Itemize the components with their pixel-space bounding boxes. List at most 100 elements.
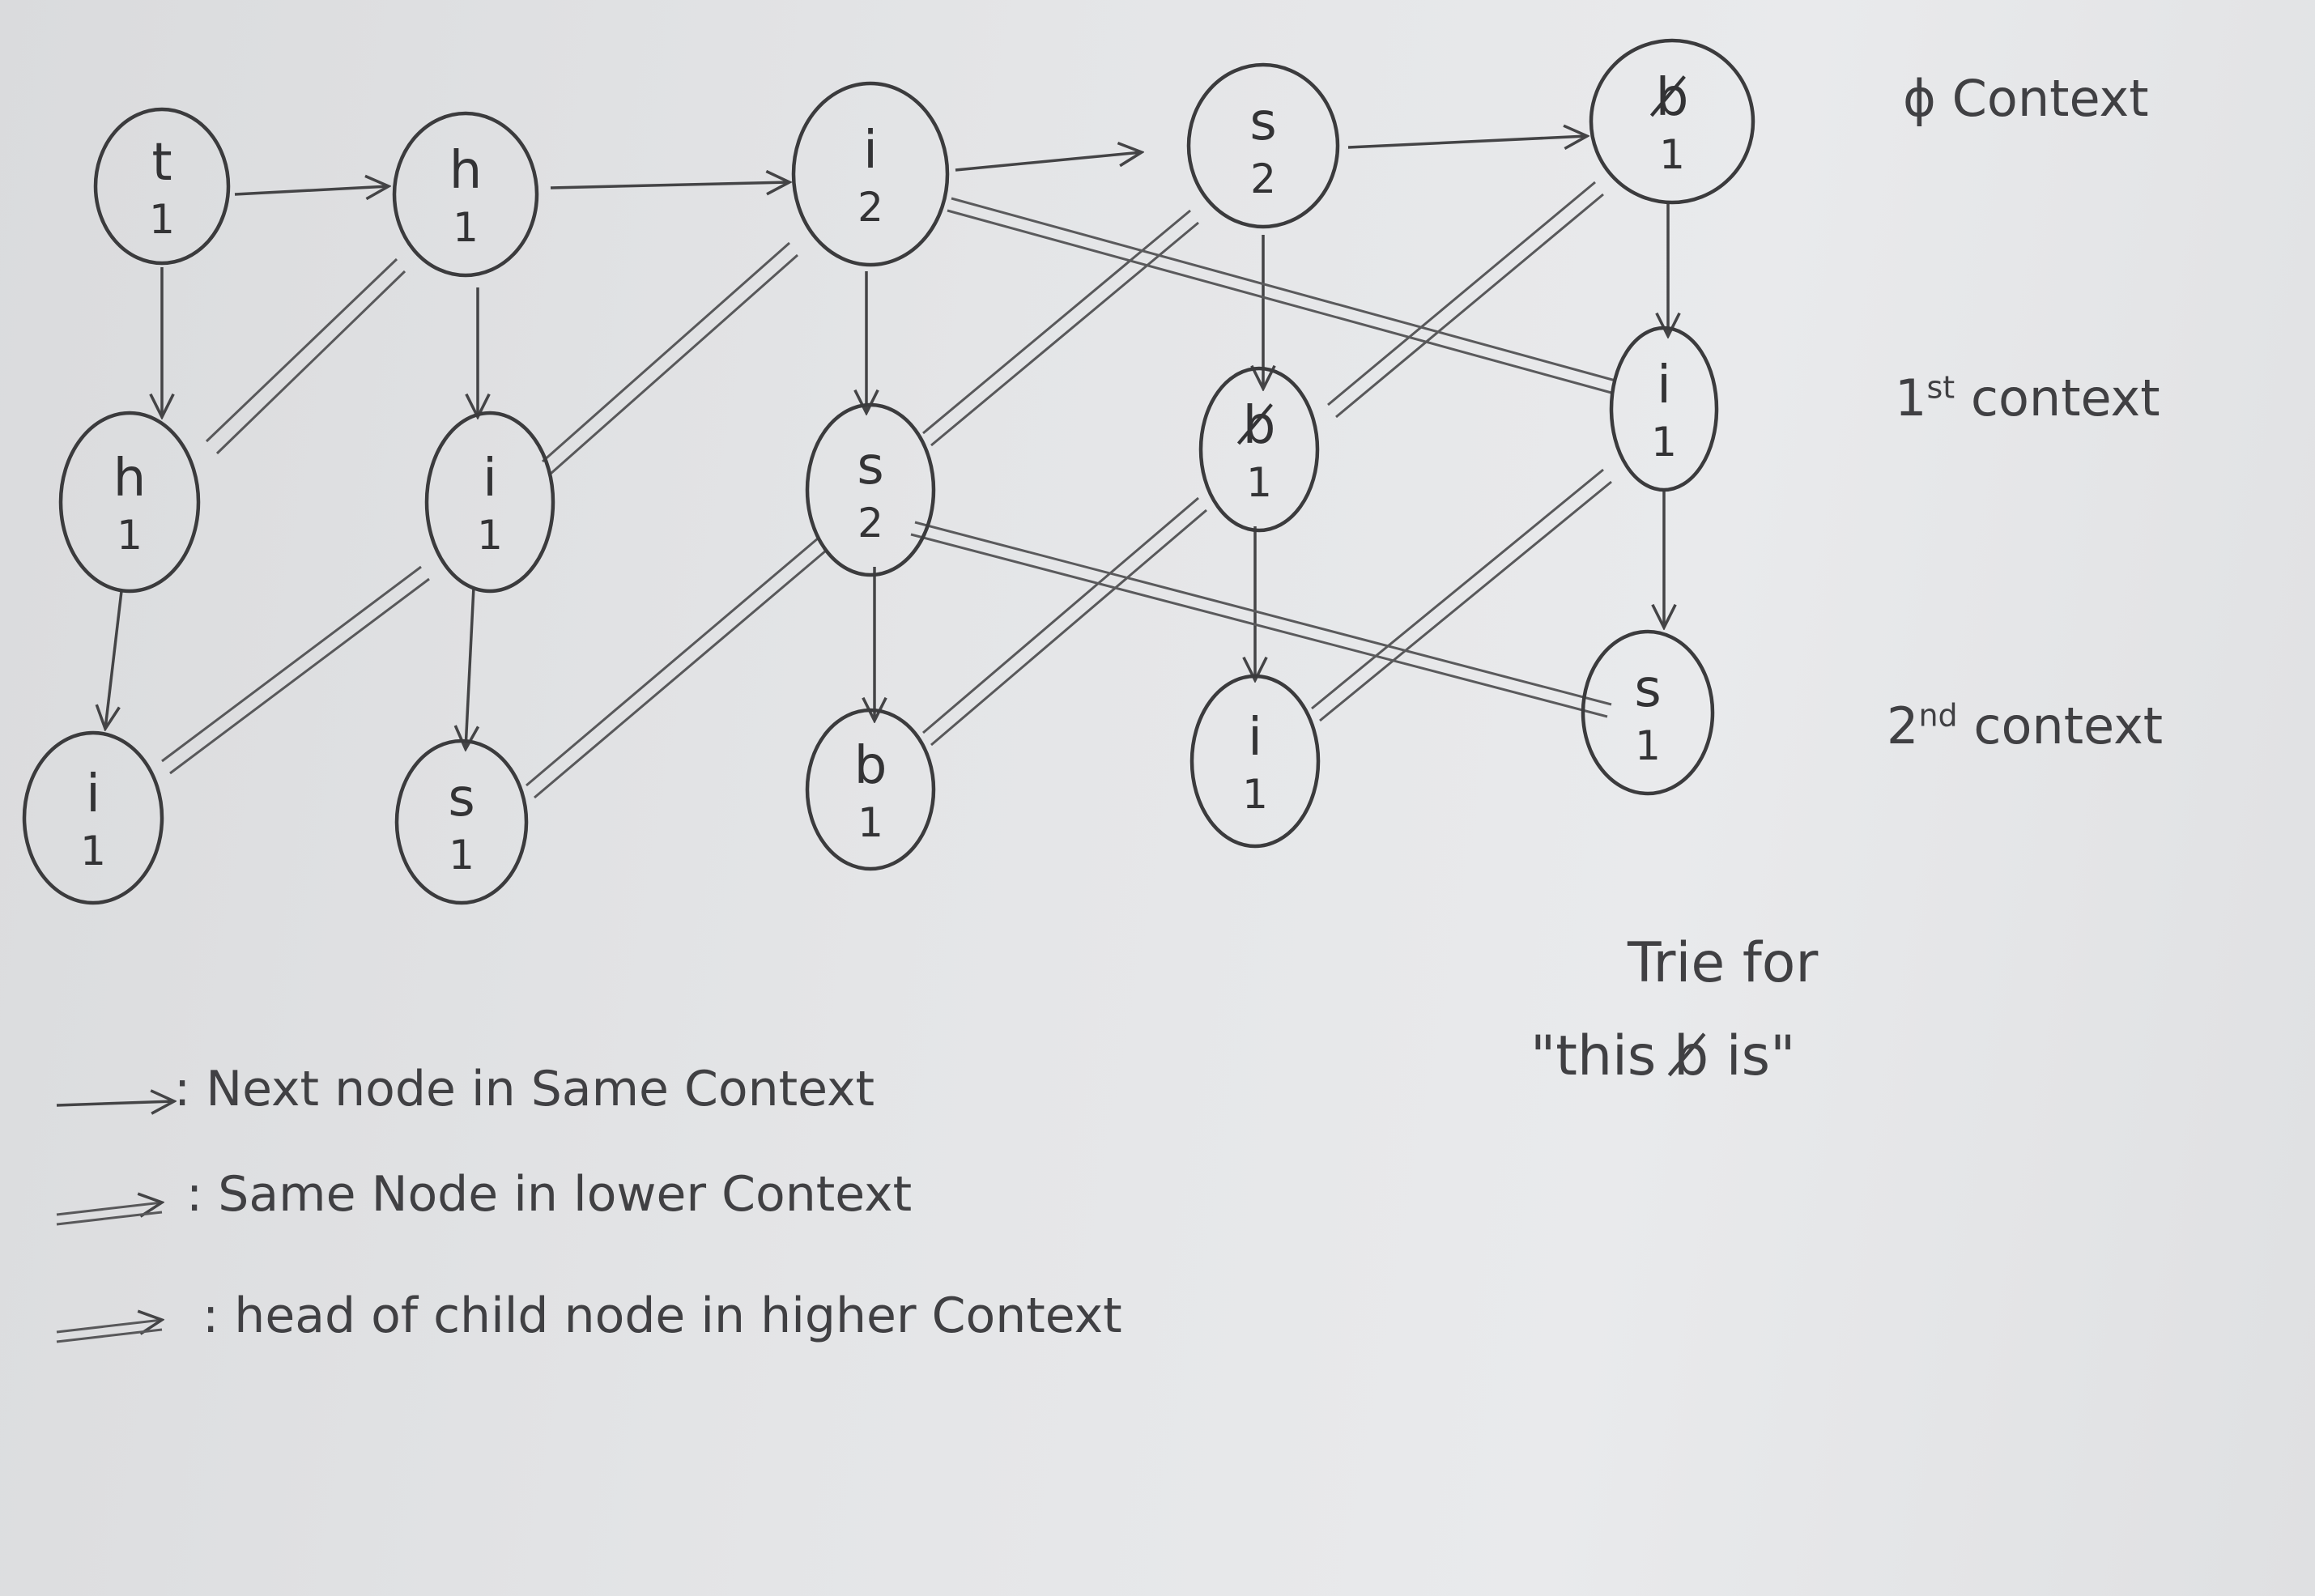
legend-single-arrow [56, 1101, 174, 1105]
node-outline [1186, 62, 1340, 229]
edge-b1-b [1327, 181, 1596, 406]
node-count: 2 [1250, 155, 1276, 202]
node-outline [1609, 326, 1719, 492]
node-count: 1 [1659, 131, 1685, 178]
edge-i1-i [542, 241, 790, 463]
node-outline [1189, 674, 1321, 849]
node-char: i [483, 449, 497, 509]
node-outline [805, 708, 936, 871]
legend-item-1: : Next node in Same Context [174, 1061, 875, 1117]
node-count: 1 [453, 204, 479, 251]
diagram-title-line2: "this b̸ is" [1530, 1024, 1796, 1088]
node-char: h [113, 449, 147, 509]
trie-node-n-s-0: s2 [1186, 62, 1340, 229]
edge-s-b [1347, 136, 1587, 147]
legend-item-3-text: head of child node in higher Context [234, 1287, 1122, 1344]
legend-item-1-sep: : [174, 1061, 206, 1117]
node-char: b [854, 736, 887, 796]
edge-i1-s2 [466, 586, 474, 749]
node-outline [1581, 629, 1715, 796]
node-outline [805, 402, 936, 577]
node-char: i [1657, 355, 1671, 415]
node-count: 2 [857, 500, 883, 547]
node-char: s [1634, 659, 1661, 719]
legend-symbols [56, 1101, 174, 1343]
legend-item-3: : head of child node in higher Context [202, 1287, 1122, 1344]
legend-item-2-sep: : [186, 1166, 219, 1223]
node-outline [394, 738, 529, 905]
node-count: 1 [117, 512, 143, 559]
trie-node-n-i-2b: i1 [1189, 674, 1321, 849]
context-2-suffix: nd [1918, 697, 1958, 734]
trie-node-n-i-1: i1 [424, 411, 555, 594]
context-2-ordinal: 2 [1887, 696, 1919, 755]
context-0-text: Context [1951, 69, 2149, 128]
trie-node-n-h-1: h1 [58, 411, 201, 594]
node-count: 1 [149, 196, 175, 243]
legend-item-2: : Same Node in lower Context [186, 1166, 912, 1223]
node-count: 1 [1242, 771, 1268, 818]
node-count: 1 [477, 512, 503, 559]
trie-node-n-b-0: b̸1 [1589, 38, 1755, 205]
node-outline [1589, 38, 1755, 205]
node-count: 1 [857, 799, 883, 846]
context-1-ordinal: 1 [1895, 368, 1927, 428]
edge-s2b-s1 [914, 521, 1612, 706]
node-count: 1 [80, 828, 106, 875]
trie-node-n-b-2: b1 [805, 708, 936, 871]
context-label-2: 2nd context [1887, 696, 2163, 755]
trie-node-n-t-0: t1 [93, 107, 231, 266]
node-count: 1 [449, 832, 474, 879]
node-count: 1 [1651, 419, 1677, 466]
edge-i-s [955, 152, 1142, 172]
node-char: b̸ [1649, 68, 1688, 128]
legend-double-arrow [56, 1202, 162, 1215]
trie-node-n-s-2: s1 [394, 738, 529, 905]
node-count: 1 [1635, 722, 1661, 769]
legend-item-1-text: Next node in Same Context [206, 1061, 875, 1117]
legend-item-3-sep: : [202, 1287, 235, 1344]
edge-i2b-i1b [1311, 468, 1604, 710]
node-outline [58, 411, 201, 594]
node-count: 1 [1246, 459, 1272, 506]
node-char: h [449, 141, 483, 201]
node-char: s [1249, 92, 1276, 152]
edge-i2-i1 [161, 565, 422, 763]
node-outline [22, 730, 164, 905]
node-outline [791, 81, 950, 267]
node-outline [424, 411, 555, 594]
context-label-1: 1st context [1895, 368, 2160, 428]
context-1-text: context [1970, 368, 2160, 428]
edge-b2-b1 [922, 496, 1199, 734]
node-char: t [151, 133, 172, 193]
trie-node-n-s-1: s2 [805, 402, 936, 577]
trie-node-n-s-2b: s1 [1581, 629, 1715, 796]
edge-t-h [234, 186, 389, 194]
context-1-suffix: st [1926, 369, 1955, 406]
edge-h-i [550, 182, 789, 188]
node-char: i [86, 764, 100, 824]
node-char: s [857, 436, 883, 496]
node-count: 2 [857, 184, 883, 231]
vertical-edges [105, 202, 1668, 749]
context-2-text: context [1973, 696, 2164, 755]
node-char: i [863, 121, 878, 181]
edge-s1-s [922, 209, 1191, 435]
trie-node-n-i-0: i2 [791, 81, 950, 267]
trie-node-n-b-1: b̸1 [1198, 366, 1320, 533]
edge-h1-i2 [105, 590, 123, 729]
edge-i1b-i [951, 197, 1616, 382]
edge-h1-h [205, 257, 398, 443]
trie-node-n-i-1b: i1 [1609, 326, 1719, 492]
edge-s2-s1 [526, 537, 819, 787]
node-char: b̸ [1236, 396, 1275, 456]
context-0-symbol: ϕ [1903, 69, 1936, 128]
diagram-title-line1: Trie for [1628, 931, 1819, 995]
node-outline [392, 111, 539, 278]
node-outline [93, 107, 231, 266]
cross-context-edges [161, 181, 1616, 799]
node-char: i [1248, 708, 1262, 768]
node-outline [1198, 366, 1320, 533]
